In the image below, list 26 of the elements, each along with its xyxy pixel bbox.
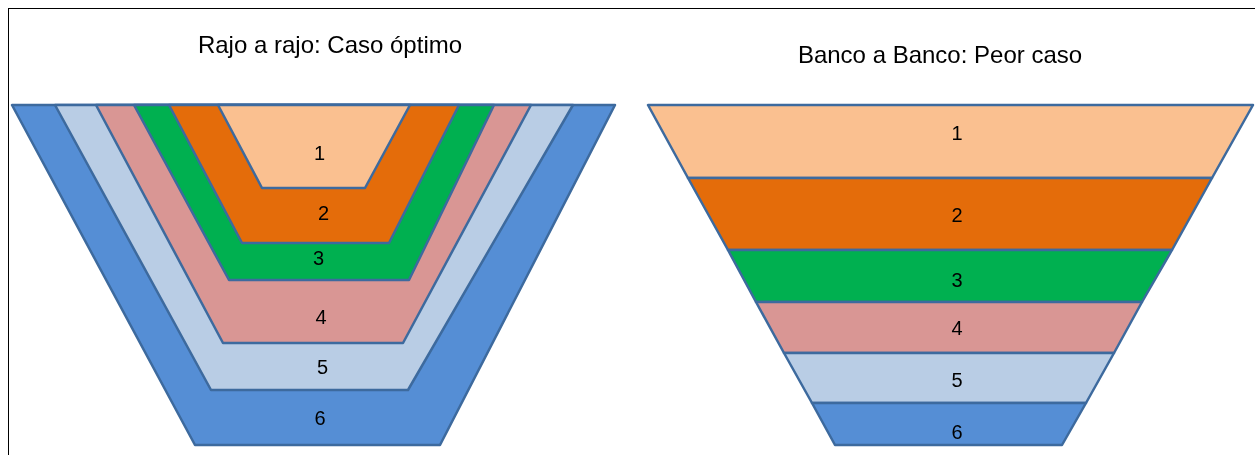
pit-layer bbox=[648, 105, 1253, 178]
pit-layer bbox=[12, 105, 615, 445]
layer-number: 6 bbox=[314, 406, 326, 430]
layer-number: 5 bbox=[951, 368, 963, 392]
layer-number: 3 bbox=[951, 268, 963, 292]
layer-number: 4 bbox=[951, 316, 963, 340]
layer-number: 6 bbox=[951, 420, 963, 444]
pit-layer bbox=[688, 178, 1212, 250]
pit-layer bbox=[812, 403, 1086, 445]
layer-number: 2 bbox=[951, 203, 963, 227]
pit-layer bbox=[96, 105, 531, 343]
layer-number: 2 bbox=[317, 201, 330, 225]
panel-label: Rajo a rajo: Caso óptimo bbox=[197, 31, 463, 59]
pit-layer bbox=[54, 105, 573, 390]
layer-number: 1 bbox=[313, 141, 326, 165]
layer-number: 1 bbox=[951, 121, 963, 145]
layer-number: 4 bbox=[315, 305, 327, 329]
layer-number: 3 bbox=[312, 246, 325, 270]
pit-layer bbox=[133, 105, 494, 280]
pit-layer bbox=[728, 250, 1172, 302]
pit-layer bbox=[756, 302, 1142, 353]
panel-label: Banco a Banco: Peor caso bbox=[797, 41, 1083, 69]
pit-layer bbox=[784, 353, 1114, 403]
pit-layer bbox=[217, 105, 410, 188]
layer-number: 5 bbox=[316, 355, 329, 379]
pit-layer bbox=[168, 105, 459, 243]
